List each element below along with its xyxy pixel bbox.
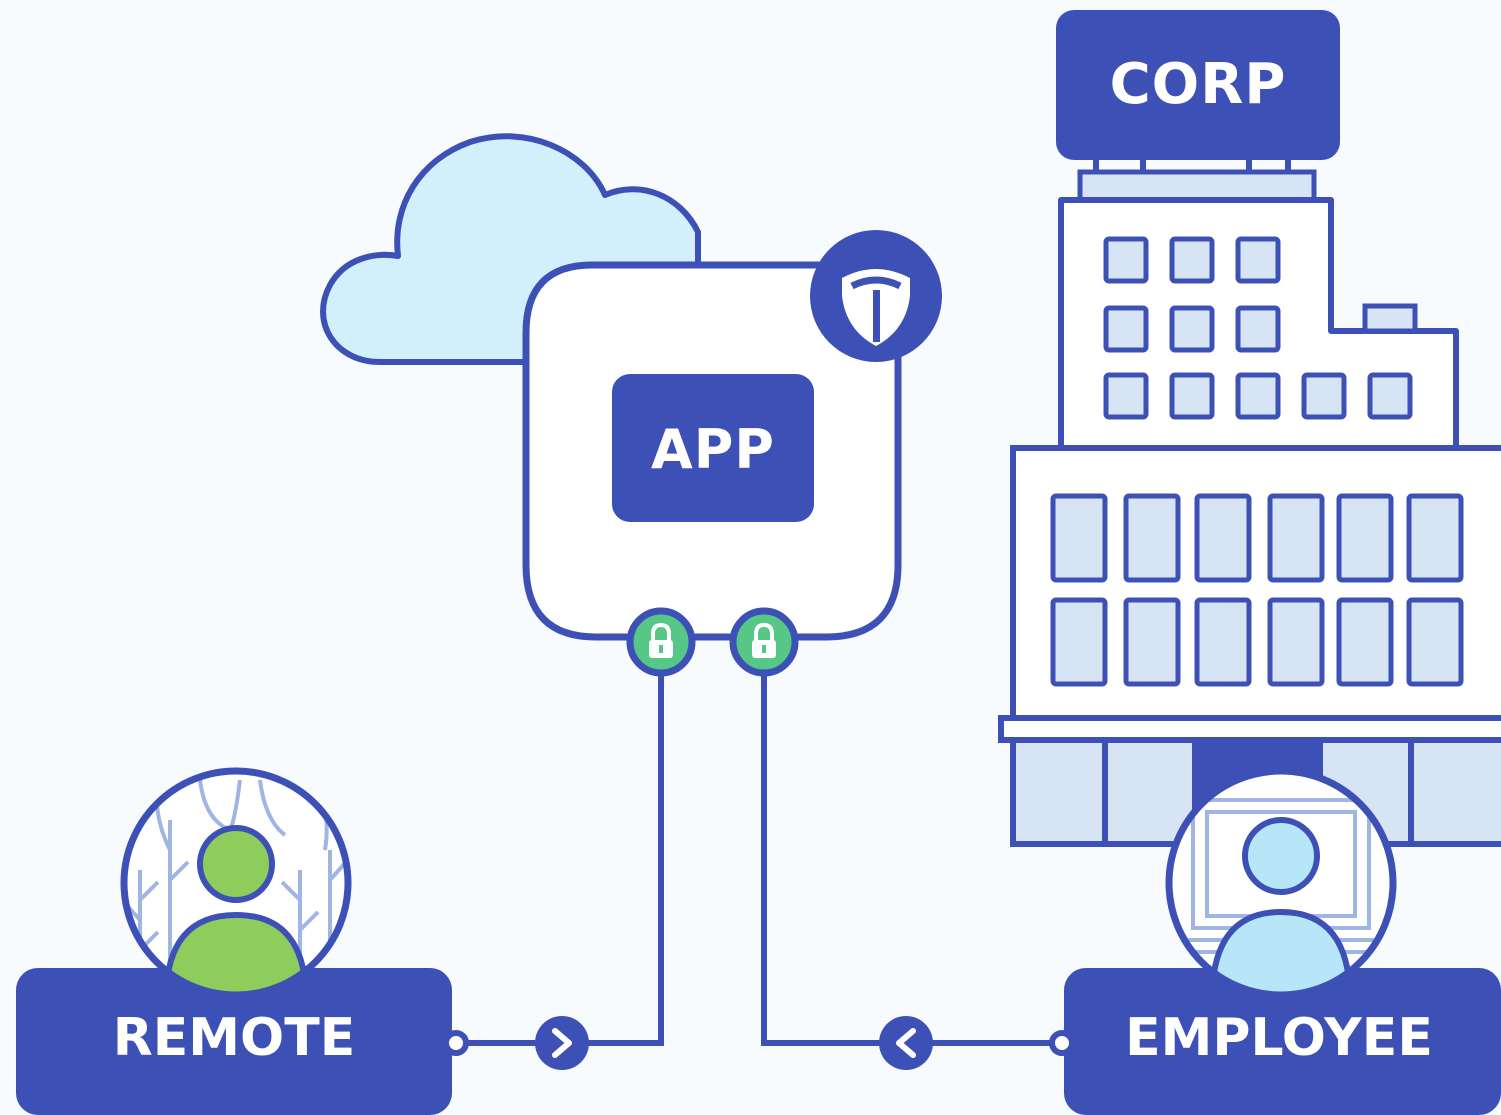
remote-port [443, 1030, 469, 1056]
lock-icon [626, 607, 696, 677]
remote-box [16, 968, 452, 1115]
person-icon [162, 825, 310, 995]
corp-sign [1056, 10, 1340, 160]
corp-label: CORP [1109, 52, 1287, 117]
employee-port [1049, 1030, 1075, 1056]
app-label: APP [651, 418, 775, 481]
employee-label: EMPLOYEE [1125, 1008, 1433, 1068]
app-box [612, 374, 814, 522]
employee-avatar [1165, 767, 1397, 999]
connector-lines [456, 648, 1062, 1046]
arrow-right-icon [535, 1016, 589, 1070]
lock-icon [729, 607, 799, 677]
employee-box [1064, 968, 1501, 1115]
person-icon [1208, 817, 1354, 995]
remote-avatar [120, 767, 352, 999]
building-icon [998, 155, 1501, 847]
shield-icon [810, 230, 942, 362]
arrow-left-icon [879, 1016, 933, 1070]
remote-label: REMOTE [112, 1008, 356, 1068]
